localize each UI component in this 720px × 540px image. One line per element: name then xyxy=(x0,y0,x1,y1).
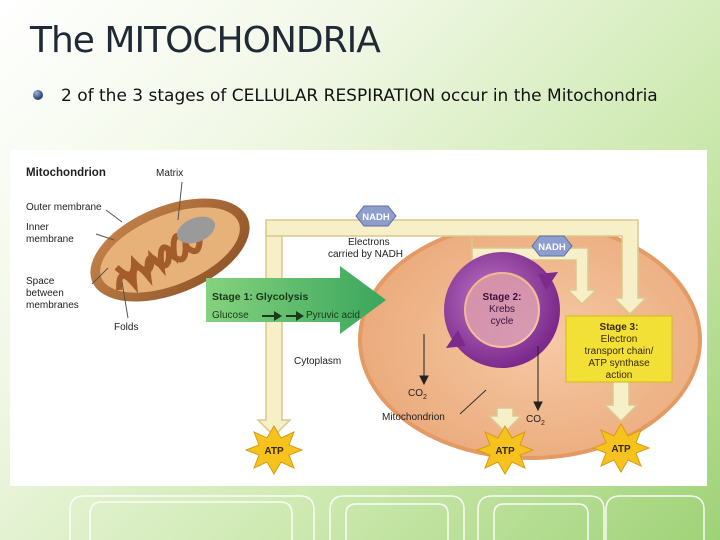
mitochondrion-illustration xyxy=(90,198,250,302)
bullet-text: 2 of the 3 stages of CELLULAR RESPIRATIO… xyxy=(61,86,658,106)
inner-membrane-label-2: membrane xyxy=(26,234,74,245)
svg-text:ATP: ATP xyxy=(264,446,284,457)
outer-membrane-label: Outer membrane xyxy=(26,202,102,213)
svg-text:ATP: ATP xyxy=(611,444,631,455)
cytoplasm-label: Cytoplasm xyxy=(294,356,341,367)
electrons-label-1: Electrons xyxy=(348,237,390,248)
mitochondrion-label: Mitochondrion xyxy=(382,412,445,423)
inner-membrane-label-1: Inner xyxy=(26,222,49,233)
svg-text:Stage 1: Glycolysis: Stage 1: Glycolysis xyxy=(212,291,308,303)
svg-text:Stage 3:: Stage 3: xyxy=(600,322,639,333)
matrix-label: Matrix xyxy=(156,168,183,179)
atp-star-1: ATP xyxy=(244,425,304,475)
space-label-2: between xyxy=(26,288,64,299)
svg-text:Krebs: Krebs xyxy=(489,304,515,315)
krebs-cycle: Stage 2: Krebs cycle xyxy=(444,252,560,368)
svg-text:action: action xyxy=(606,370,633,381)
svg-text:NADH: NADH xyxy=(362,212,390,223)
svg-text:Pyruvic acid: Pyruvic acid xyxy=(306,310,360,321)
svg-text:ATP synthase: ATP synthase xyxy=(588,358,650,369)
svg-text:NADH: NADH xyxy=(538,242,566,253)
bullet-icon xyxy=(33,90,43,100)
nadh-badge-top: NADH xyxy=(355,205,397,227)
mitochondrion-leader xyxy=(459,389,487,415)
svg-text:Stage 2:: Stage 2: xyxy=(483,292,522,303)
inset-leader-lines xyxy=(91,181,183,319)
electrons-label-2: carried by NADH xyxy=(328,249,403,260)
inset-heading: Mitochondrion xyxy=(26,167,106,179)
svg-text:ATP: ATP xyxy=(495,446,515,457)
co2-right-label: CO2 xyxy=(526,414,545,427)
atp-star-2: ATP xyxy=(475,425,535,475)
svg-text:Electron: Electron xyxy=(601,334,638,345)
stage1-arrow: Stage 1: Glycolysis Glucose Pyruvic acid xyxy=(206,266,386,334)
folds-label: Folds xyxy=(114,322,138,333)
svg-text:transport chain/: transport chain/ xyxy=(585,346,654,357)
footer-decoration xyxy=(69,495,705,540)
cellular-respiration-diagram: Mitochondrion Matrix Outer membrane Inne… xyxy=(10,150,707,486)
co2-arrows xyxy=(419,334,543,412)
co2-left-label: CO2 xyxy=(408,388,427,401)
space-label-1: Space xyxy=(26,276,55,287)
stage3-box: Stage 3: Electron transport chain/ ATP s… xyxy=(565,315,673,383)
atp-star-3: ATP xyxy=(591,423,651,473)
slide-title: The MITOCHONDRIA xyxy=(30,20,381,61)
nadh-badge-right: NADH xyxy=(531,235,573,257)
svg-text:Glucose: Glucose xyxy=(212,310,249,321)
svg-text:cycle: cycle xyxy=(491,316,514,327)
space-label-3: membranes xyxy=(26,300,79,311)
